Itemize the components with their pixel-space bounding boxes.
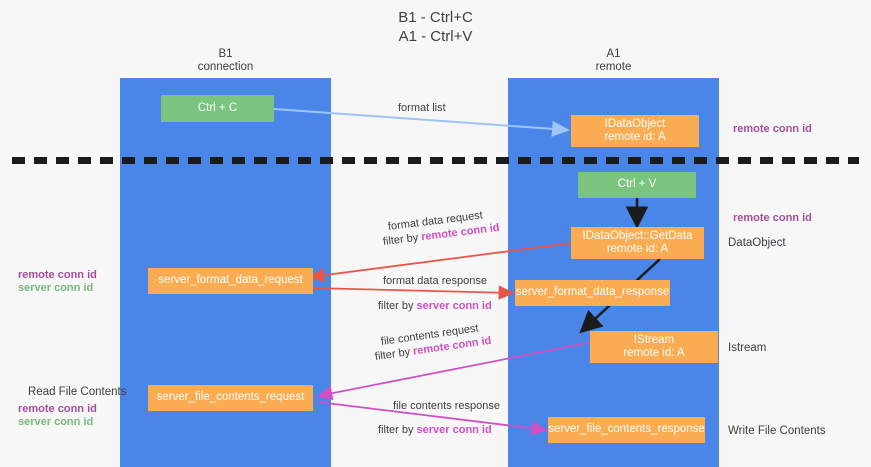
node-server-format-data-response[interactable]: server_format_data_response	[515, 280, 670, 306]
title-line-2: A1 - Ctrl+V	[398, 28, 473, 45]
label-istream: Istream	[728, 342, 767, 354]
label-remote-conn-id-top: remote conn id	[733, 123, 812, 135]
node-idataobject-line2: remote id: A	[604, 131, 666, 143]
node-ctrl-v-label: Ctrl + V	[617, 178, 657, 191]
edge-label-file-contents-response-filter: filter by server conn id	[378, 423, 492, 437]
node-istream-line2: remote id: A	[623, 347, 685, 359]
node-idataobject-getdata[interactable]: IDataObject::GetData remote id: A	[571, 227, 704, 259]
label-write-file-contents: Write File Contents	[728, 425, 826, 437]
edge-format-data-response	[311, 285, 515, 300]
label-left-server-conn-id: server conn id	[18, 282, 94, 294]
node-ctrl-c[interactable]: Ctrl + C	[161, 95, 274, 122]
label-dataobject: DataObject	[728, 237, 786, 249]
node-istream[interactable]: IStream remote id: A	[590, 331, 718, 363]
diagram-title: B1 - Ctrl+C A1 - Ctrl+V	[0, 8, 871, 46]
node-server-format-data-request[interactable]: server_format_data_request	[148, 268, 313, 294]
node-idataobject-line1: IDataObject	[604, 117, 666, 130]
column-header-a1-role: remote	[595, 61, 632, 73]
node-server-file-contents-request[interactable]: server_file_contents_request	[148, 385, 313, 411]
filter-key-server-conn-id: server conn id	[416, 300, 492, 312]
filter-prefix: filter by	[378, 424, 417, 436]
node-server-file-contents-response-label: server_file_contents_response	[548, 423, 705, 436]
filter-key-server-conn-id: server conn id	[416, 424, 492, 436]
edge-label-file-contents-response: file contents response	[393, 400, 501, 412]
phase-divider	[12, 157, 859, 164]
node-istream-line1: IStream	[633, 333, 675, 346]
edge-label-format-data-response-filter: filter by server conn id	[378, 299, 492, 313]
filter-prefix: filter by	[374, 345, 414, 363]
node-server-file-contents-response[interactable]: server_file_contents_response	[548, 417, 705, 443]
title-line-1: B1 - Ctrl+C	[398, 9, 473, 26]
column-header-a1: A1 remote	[508, 48, 719, 74]
filter-prefix: filter by	[382, 231, 422, 248]
node-ctrl-c-label: Ctrl + C	[197, 101, 238, 114]
edge-label-format-list: format list	[398, 102, 446, 114]
node-getdata-line2: remote id: A	[606, 243, 669, 255]
node-ctrl-v[interactable]: Ctrl + V	[578, 172, 696, 198]
column-header-b1-role: connection	[197, 61, 254, 73]
node-server-format-data-request-label: server_format_data_request	[158, 274, 303, 287]
label-left-remote-conn-id: remote conn id	[18, 269, 97, 281]
label-left-remote-conn-id-2: remote conn id	[18, 403, 97, 415]
edge-label-format-data-response: format data response	[383, 275, 487, 287]
label-read-file-contents: Read File Contents	[28, 386, 127, 398]
filter-prefix: filter by	[378, 300, 417, 312]
label-left-server-conn-id-2: server conn id	[18, 416, 94, 428]
node-server-format-data-response-label: server_format_data_response	[515, 286, 670, 299]
column-header-b1-name: B1	[218, 48, 233, 60]
column-header-a1-name: A1	[606, 48, 621, 60]
column-header-b1: B1 connection	[120, 48, 331, 74]
node-getdata-line1: IDataObject::GetData	[582, 229, 693, 242]
node-server-file-contents-request-label: server_file_contents_request	[156, 391, 305, 404]
label-remote-conn-id-mid: remote conn id	[733, 212, 812, 224]
node-idataobject[interactable]: IDataObject remote id: A	[571, 115, 699, 147]
